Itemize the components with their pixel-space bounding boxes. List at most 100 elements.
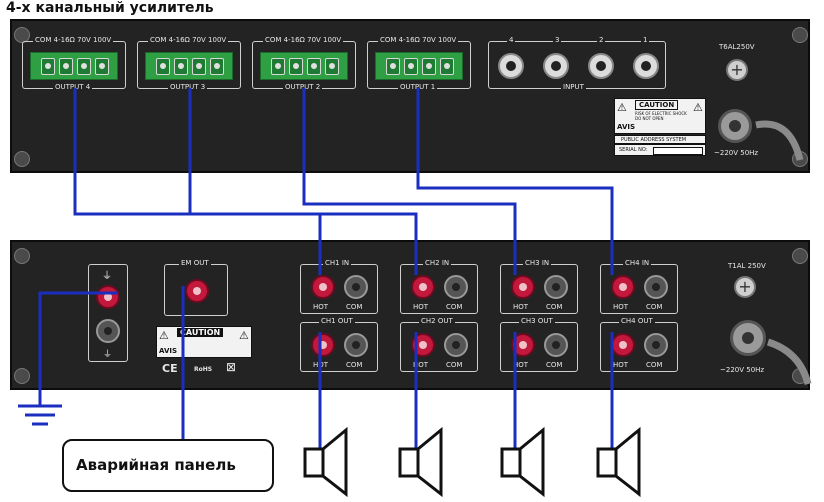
input-number-4: 4	[507, 36, 516, 44]
output-3-terminal-block[interactable]	[145, 52, 233, 80]
ch1-in-group: CH1 IN HOT COM	[300, 259, 378, 314]
hot-label: HOT	[613, 303, 629, 311]
com-label: COM	[646, 361, 663, 369]
ch3-in-group: CH3 IN HOT COM	[500, 259, 578, 314]
fuse-holder-icon[interactable]: +	[726, 59, 748, 81]
power-inlet-icon[interactable]	[730, 320, 766, 356]
warning-icon: ⚠	[617, 101, 627, 114]
rack-screw-icon	[14, 248, 30, 264]
ch4-in-hot-terminal[interactable]	[611, 275, 635, 299]
ground-symbol-icon: ⏚	[102, 271, 112, 282]
output-2-terminal-block[interactable]	[260, 52, 348, 80]
diagram-title: 4-х канальный усилитель	[6, 0, 214, 16]
ch3-in-label: CH3 IN	[523, 259, 552, 267]
output-4-terminal-block[interactable]	[30, 52, 118, 80]
ground-red-terminal[interactable]	[96, 285, 120, 309]
ch3-in-hot-terminal[interactable]	[511, 275, 535, 299]
output-1-label: OUTPUT 1	[398, 83, 438, 91]
rack-screw-icon	[792, 248, 808, 264]
wire-out4-to-ch1-in	[73, 88, 322, 275]
ch1-out-hot-terminal[interactable]	[311, 333, 335, 357]
ground-black-terminal[interactable]	[96, 319, 120, 343]
ch1-out-com-terminal[interactable]	[344, 333, 368, 357]
hot-label: HOT	[413, 303, 429, 311]
input-number-3: 3	[553, 36, 562, 44]
input-number-1: 1	[641, 36, 650, 44]
com-label: COM	[346, 303, 363, 311]
emergency-panel-label: Аварийная панель	[76, 456, 236, 474]
caution-text: RISK OF ELECTRIC SHOCK DO NOT OPEN	[635, 111, 687, 121]
ch3-in-com-terminal[interactable]	[544, 275, 568, 299]
output-1-group: COM 4-16Ω 70V 100V OUTPUT 1	[367, 36, 471, 91]
hot-label: HOT	[413, 361, 429, 369]
input-2-jack[interactable]	[588, 53, 614, 79]
serial-plate: SERIAL NO:	[614, 144, 706, 156]
power-cable-bottom	[766, 338, 812, 385]
ch4-in-group: CH4 IN HOT COM	[600, 259, 678, 314]
ch2-out-group: CH2 OUT HOT COM	[400, 317, 478, 372]
ch1-in-hot-terminal[interactable]	[311, 275, 335, 299]
caution-sticker: ⚠ CAUTION RISK OF ELECTRIC SHOCK DO NOT …	[614, 98, 706, 134]
input-3-jack[interactable]	[543, 53, 569, 79]
em-out-red-terminal[interactable]	[185, 279, 209, 303]
warning-icon: ⚠	[239, 329, 249, 342]
ch3-out-com-terminal[interactable]	[544, 333, 568, 357]
input-4-jack[interactable]	[498, 53, 524, 79]
power-label: ~220V 50Hz	[714, 149, 759, 157]
wire-out1-to-ch4-in	[416, 88, 614, 275]
output-4-group: COM 4-16Ω 70V 100V OUTPUT 4	[22, 36, 126, 91]
emergency-panel-box: Аварийная панель	[62, 439, 274, 492]
brand-label: AVIS	[617, 123, 636, 131]
wire-out2-to-ch3-in	[302, 88, 517, 275]
com-label: COM	[646, 303, 663, 311]
rack-screw-icon	[14, 368, 30, 384]
ch4-in-com-terminal[interactable]	[644, 275, 668, 299]
ch2-out-com-terminal[interactable]	[444, 333, 468, 357]
ground-icon: ⏚	[103, 350, 113, 360]
wire-out3-to-ch2-in	[188, 88, 418, 275]
ch3-out-label: CH3 OUT	[519, 317, 555, 325]
com-label: COM	[346, 361, 363, 369]
hot-label: HOT	[513, 361, 529, 369]
hot-label: HOT	[513, 303, 529, 311]
com-label: COM	[446, 361, 463, 369]
speaker-icon	[596, 426, 641, 498]
serial-field	[653, 147, 703, 155]
com-label: COM	[446, 303, 463, 311]
output-3-group: COM 4-16Ω 70V 100V OUTPUT 3	[137, 36, 241, 91]
weee-bin-icon: ⊠	[226, 360, 237, 374]
ch2-in-hot-terminal[interactable]	[411, 275, 435, 299]
input-label: INPUT	[561, 83, 586, 91]
output-3-label: OUTPUT 3	[168, 83, 208, 91]
ch1-out-label: CH1 OUT	[319, 317, 355, 325]
caution-title: CAUTION	[635, 100, 679, 110]
ground-terminal-group: ⏚ ⏚	[88, 264, 128, 362]
fuse-holder-icon[interactable]: +	[734, 276, 756, 298]
output-4-label: OUTPUT 4	[53, 83, 93, 91]
power-cable-top	[755, 120, 804, 161]
system-label: PUBLIC ADDRESS SYSTEM	[614, 135, 706, 144]
em-out-label: EM OUT	[179, 259, 211, 267]
power-inlet-icon[interactable]	[718, 109, 752, 143]
output-2-label: OUTPUT 2	[283, 83, 323, 91]
ch1-in-com-terminal[interactable]	[344, 275, 368, 299]
com-label: COM	[546, 303, 563, 311]
speaker-icon	[500, 426, 545, 498]
ch2-in-label: CH2 IN	[423, 259, 452, 267]
em-out-group: EM OUT	[164, 259, 228, 316]
input-number-2: 2	[597, 36, 606, 44]
output-1-terminal-block[interactable]	[375, 52, 463, 80]
warning-icon: ⚠	[159, 329, 169, 342]
ch4-out-label: CH4 OUT	[619, 317, 655, 325]
hot-label: HOT	[313, 303, 329, 311]
rack-screw-icon	[14, 151, 30, 167]
ch4-out-com-terminal[interactable]	[644, 333, 668, 357]
ch1-in-label: CH1 IN	[323, 259, 352, 267]
ch2-in-com-terminal[interactable]	[444, 275, 468, 299]
input-1-jack[interactable]	[633, 53, 659, 79]
ch2-out-label: CH2 OUT	[419, 317, 455, 325]
ch4-in-label: CH4 IN	[623, 259, 652, 267]
warning-icon: ⚠	[693, 101, 703, 114]
power-label: ~220V 50Hz	[720, 366, 765, 374]
